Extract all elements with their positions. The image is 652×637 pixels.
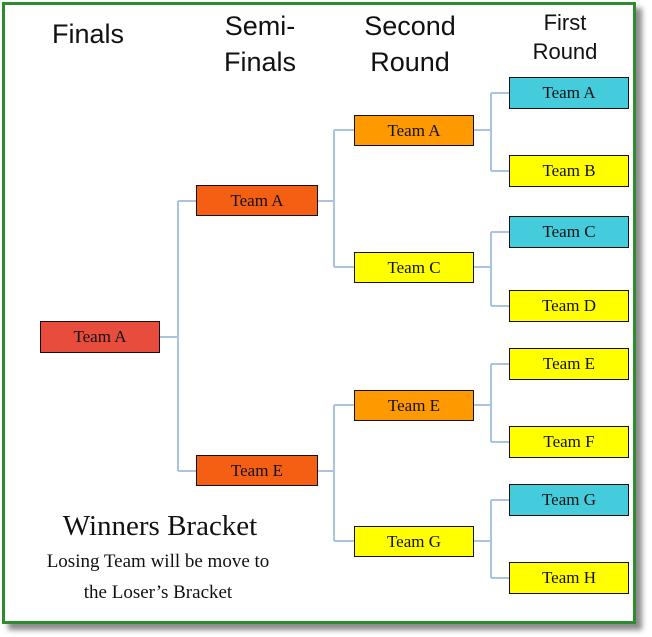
second-round-slot-4[interactable]: Team G bbox=[354, 526, 474, 557]
second-round-slot-3[interactable]: Team E bbox=[354, 390, 474, 421]
header-second-round-line2: Round bbox=[370, 47, 450, 77]
header-semifinals: Semi- Finals bbox=[205, 8, 315, 80]
second-round-slot-2[interactable]: Team C bbox=[354, 252, 474, 283]
connector-second-e bbox=[474, 363, 509, 443]
header-second-round-line1: Second bbox=[364, 11, 456, 41]
connector-second-c bbox=[474, 231, 509, 307]
header-finals: Finals bbox=[51, 19, 125, 49]
first-round-slot-4[interactable]: Team D bbox=[509, 290, 629, 322]
bracket-note-line1: Losing Team will be move to bbox=[46, 551, 270, 572]
header-semifinals-line1: Semi- bbox=[224, 11, 296, 41]
connector-second-g bbox=[474, 499, 509, 579]
header-first-round-line1: First bbox=[543, 10, 587, 35]
bracket-title: Winners Bracket bbox=[62, 510, 258, 542]
first-round-slot-1[interactable]: Team A bbox=[509, 77, 629, 109]
connector-second-a bbox=[474, 92, 509, 172]
second-round-slot-1[interactable]: Team A bbox=[354, 115, 474, 146]
finals-team-slot[interactable]: Team A bbox=[40, 321, 160, 353]
connector-semi-a bbox=[318, 129, 354, 268]
semifinal-slot-1[interactable]: Team A bbox=[196, 185, 318, 216]
first-round-slot-5[interactable]: Team E bbox=[509, 348, 629, 380]
first-round-slot-7[interactable]: Team G bbox=[509, 484, 629, 516]
first-round-slot-3[interactable]: Team C bbox=[509, 216, 629, 248]
header-first-round: First Round bbox=[515, 8, 615, 66]
header-second-round: Second Round bbox=[345, 8, 475, 80]
first-round-slot-6[interactable]: Team F bbox=[509, 426, 629, 458]
first-round-slot-8[interactable]: Team H bbox=[509, 562, 629, 594]
semifinal-slot-2[interactable]: Team E bbox=[196, 455, 318, 486]
header-semifinals-line2: Finals bbox=[223, 47, 297, 77]
bracket-note-line2: the Loser’s Bracket bbox=[83, 582, 233, 603]
connector-finals bbox=[160, 200, 196, 472]
connector-semi-e bbox=[318, 404, 354, 542]
first-round-slot-2[interactable]: Team B bbox=[509, 155, 629, 187]
header-first-round-line2: Round bbox=[532, 39, 598, 64]
